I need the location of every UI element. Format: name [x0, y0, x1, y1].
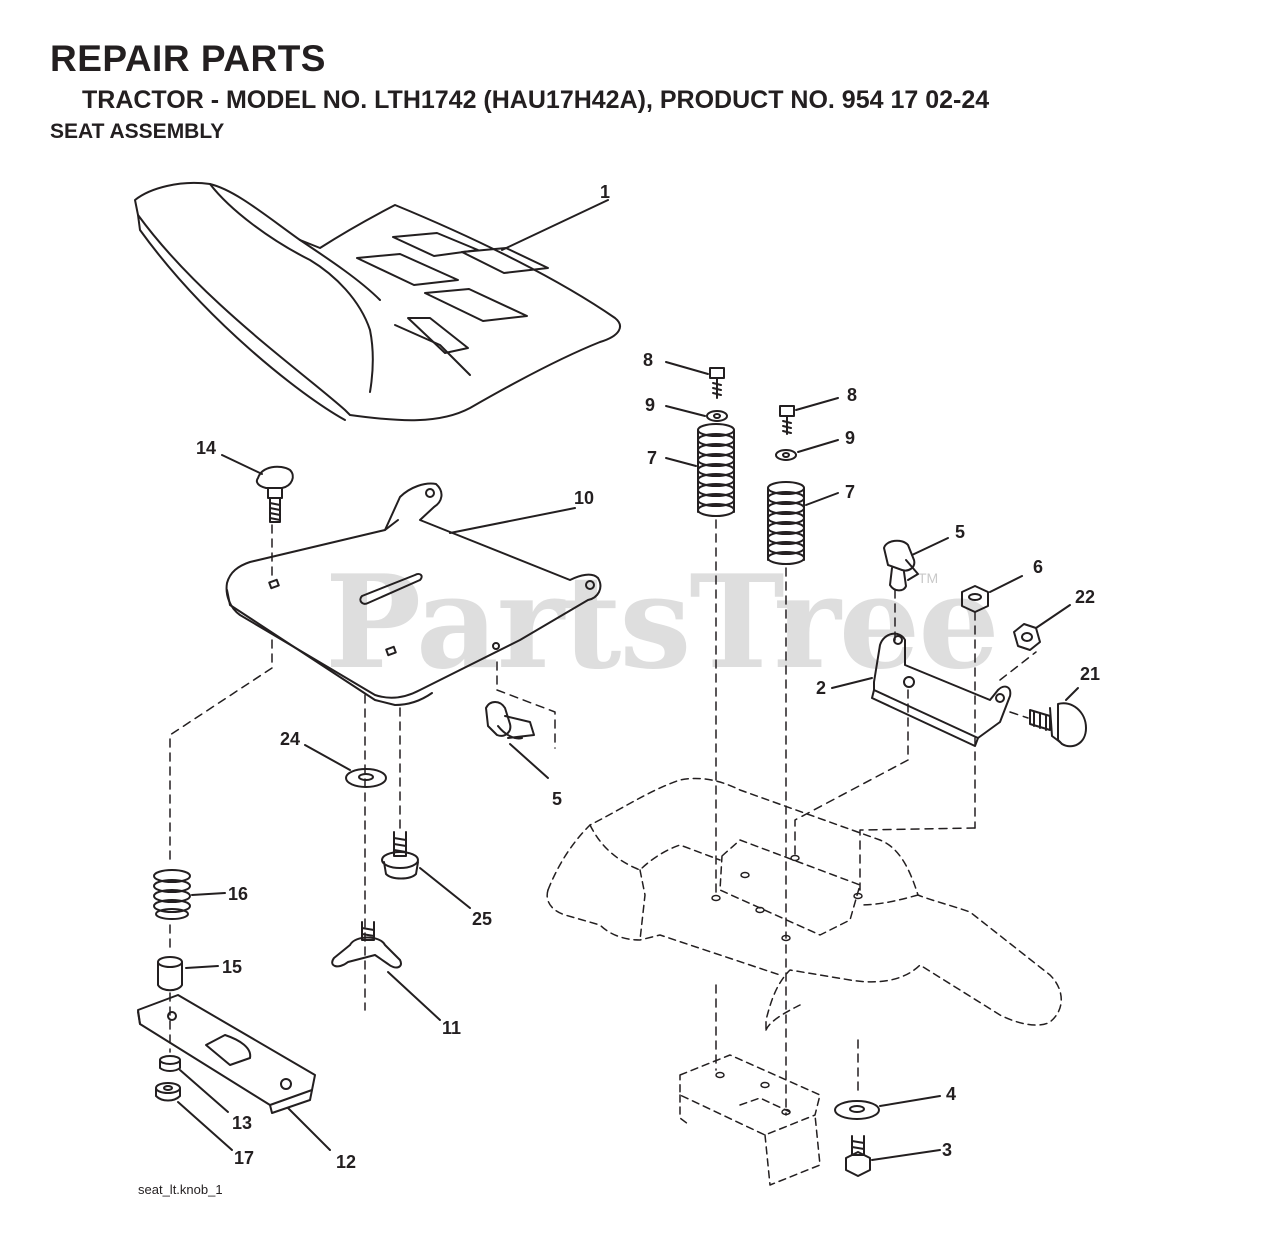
part-6-nut[interactable]: [961, 575, 1023, 613]
part-10-seat-pan[interactable]: [225, 482, 602, 706]
callout-12[interactable]: 12: [336, 1152, 357, 1172]
assembly-guide-lines: [169, 519, 1037, 1116]
part-5-clip-right[interactable]: [883, 537, 949, 592]
callout-24[interactable]: 24: [280, 729, 301, 749]
part-11-knob[interactable]: [331, 921, 441, 1021]
callout-9-right[interactable]: 9: [845, 428, 856, 448]
callout-16[interactable]: 16: [228, 884, 249, 904]
section-title: SEAT ASSEMBLY: [50, 120, 225, 143]
callout-25[interactable]: 25: [472, 909, 493, 929]
part-8-bolt-right[interactable]: [779, 397, 839, 435]
part-1-seat[interactable]: [134, 182, 621, 422]
part-2-seat-bracket[interactable]: [831, 632, 1012, 747]
callout-5-right[interactable]: 5: [955, 522, 966, 542]
part-13-lock-washer[interactable]: [159, 1055, 229, 1113]
part-22-nut[interactable]: [1013, 604, 1071, 651]
callout-17[interactable]: 17: [234, 1148, 255, 1168]
callout-15[interactable]: 15: [222, 957, 243, 977]
callout-8-right[interactable]: 8: [847, 385, 858, 405]
callout-10[interactable]: 10: [574, 488, 595, 508]
callout-21[interactable]: 21: [1080, 664, 1101, 684]
trademark-mark: TM: [918, 570, 939, 586]
callout-9-left[interactable]: 9: [645, 395, 656, 415]
part-9-washer-left[interactable]: [665, 405, 728, 422]
part-4-washer[interactable]: [834, 1095, 941, 1120]
part-7-spring-left[interactable]: [665, 423, 735, 517]
callout-6[interactable]: 6: [1033, 557, 1044, 577]
callout-8-left[interactable]: 8: [643, 350, 654, 370]
part-8-bolt-left[interactable]: [665, 361, 725, 399]
callout-4[interactable]: 4: [946, 1084, 957, 1104]
part-9-washer-right[interactable]: [775, 439, 839, 461]
callout-7-right[interactable]: 7: [845, 482, 856, 502]
callout-11[interactable]: 11: [442, 1018, 462, 1038]
model-subtitle: TRACTOR - MODEL NO. LTH1742 (HAU17H42A),…: [82, 86, 990, 114]
part-14-carriage-bolt[interactable]: [221, 454, 294, 523]
callout-3[interactable]: 3: [942, 1140, 953, 1160]
callout-13[interactable]: 13: [232, 1113, 253, 1133]
part-24-washer[interactable]: [304, 744, 387, 788]
partstree-watermark: PartsTree: [325, 548, 1000, 698]
callout-22[interactable]: 22: [1075, 587, 1096, 607]
part-21-hex-bolt[interactable]: [1029, 687, 1087, 748]
callout-14[interactable]: 14: [196, 438, 217, 458]
part-3-hex-bolt[interactable]: [845, 1135, 941, 1177]
part-5-clip-left[interactable]: [485, 701, 549, 779]
tractor-frame-dashed: [546, 777, 1062, 1186]
callout-7-left[interactable]: 7: [647, 448, 658, 468]
frame-holes: [711, 854, 863, 1116]
part-15-spacer[interactable]: [157, 956, 219, 992]
part-16-spring[interactable]: [153, 869, 226, 920]
callout-5-left[interactable]: 5: [552, 789, 563, 809]
part-7-spring-right[interactable]: [767, 481, 839, 565]
callout-1[interactable]: 1: [600, 182, 611, 202]
part-17-flange-nut[interactable]: [155, 1082, 233, 1151]
part-25-shoulder-bolt[interactable]: [381, 831, 471, 909]
drawing-code: seat_lt.knob_1: [138, 1182, 223, 1197]
part-12-bracket-plate[interactable]: [137, 994, 331, 1151]
callout-2[interactable]: 2: [816, 678, 827, 698]
page-title: REPAIR PARTS: [50, 38, 326, 79]
